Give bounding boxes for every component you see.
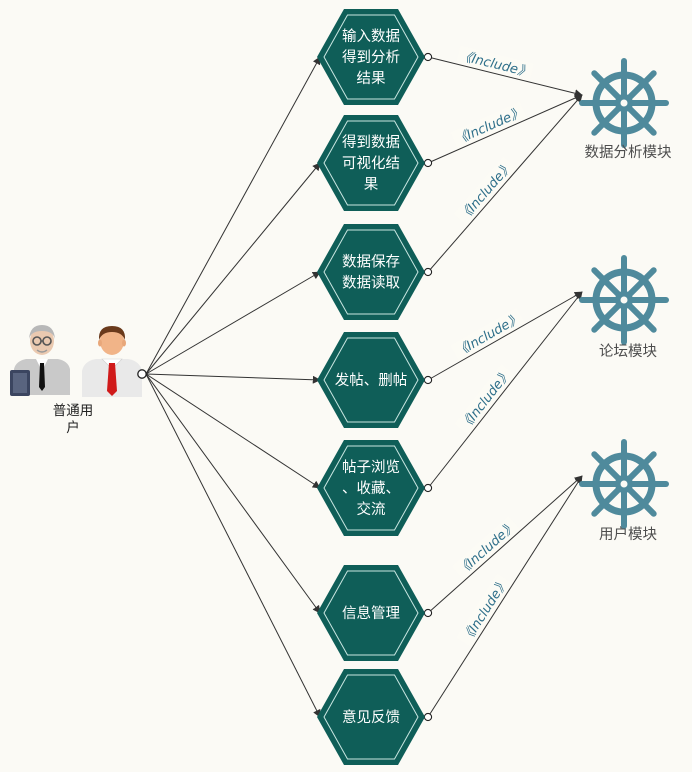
include-anchor-uc1 bbox=[423, 52, 433, 62]
association-line-uc1 bbox=[145, 56, 321, 375]
hexagon-inner-border bbox=[323, 570, 419, 656]
hexagon-shape bbox=[317, 440, 425, 536]
use-case-label: 数据保存数据读取 bbox=[342, 254, 400, 292]
use-case-uc1[interactable]: 输入数据得到分析结果 bbox=[317, 9, 425, 105]
include-label: 《Include》 bbox=[453, 156, 517, 226]
include-line-uc4 bbox=[427, 291, 583, 381]
hexagon-shape bbox=[317, 565, 425, 661]
hexagon-inner-border bbox=[323, 229, 419, 315]
association-line-uc3 bbox=[145, 271, 321, 375]
module-label: 论坛模块 bbox=[599, 343, 657, 360]
use-case-label: 意见反馈 bbox=[342, 708, 400, 726]
ship-wheel-icon bbox=[579, 255, 669, 345]
hexagon-shape bbox=[317, 9, 425, 105]
use-case-uc4[interactable]: 发帖、删帖 bbox=[317, 332, 425, 428]
include-line-uc3 bbox=[427, 94, 583, 273]
association-line-uc2 bbox=[145, 162, 321, 375]
include-label: 《Include》 bbox=[450, 307, 526, 362]
include-label-text: 《Include》 bbox=[457, 367, 514, 434]
use-case-label: 发帖、删帖 bbox=[335, 372, 408, 389]
hexagon-inner-border bbox=[323, 14, 419, 100]
actor-connection-point bbox=[137, 369, 147, 379]
use-case-label: 帖子浏览、收藏、交流 bbox=[342, 459, 400, 518]
association-line-uc4 bbox=[145, 373, 321, 384]
use-case-label: 输入数据得到分析结果 bbox=[342, 28, 400, 87]
include-line-uc5 bbox=[427, 291, 583, 489]
association-line-uc5 bbox=[145, 373, 321, 489]
hexagon-inner-border bbox=[323, 337, 419, 423]
use-case-uc6[interactable]: 信息管理 bbox=[317, 565, 425, 661]
module-m3[interactable]: 用户模块 bbox=[579, 439, 669, 543]
actor-group[interactable]: 普通用户 bbox=[10, 325, 147, 436]
include-label-text: 《Include》 bbox=[453, 311, 524, 360]
module-m1[interactable]: 数据分析模块 bbox=[579, 58, 672, 161]
hexagon-shape bbox=[317, 669, 425, 765]
include-anchor-uc3 bbox=[423, 267, 433, 277]
module-m2[interactable]: 论坛模块 bbox=[579, 255, 669, 360]
ship-wheel-icon bbox=[579, 58, 669, 148]
hexagon-inner-border bbox=[323, 120, 419, 206]
include-anchor-uc4 bbox=[423, 375, 433, 385]
include-line-uc6 bbox=[427, 475, 583, 614]
hexagon-inner-border bbox=[323, 445, 419, 531]
module-label: 数据分析模块 bbox=[585, 144, 672, 161]
use-case-uc3[interactable]: 数据保存数据读取 bbox=[317, 224, 425, 320]
use-case-uc2[interactable]: 得到数据可视化结果 bbox=[317, 115, 425, 211]
use-case-list: 输入数据得到分析结果得到数据可视化结果数据保存数据读取发帖、删帖帖子浏览、收藏、… bbox=[317, 9, 425, 765]
include-anchor-uc6 bbox=[423, 608, 433, 618]
use-case-uc7[interactable]: 意见反馈 bbox=[317, 669, 425, 765]
elderly-man-with-glasses-icon bbox=[10, 325, 70, 396]
include-label-text: 《Include》 bbox=[459, 576, 511, 646]
include-label-text: 《Include》 bbox=[457, 159, 516, 224]
include-label-text: 《Include》 bbox=[457, 49, 532, 81]
use-case-label: 信息管理 bbox=[342, 605, 400, 622]
association-line-uc7 bbox=[145, 373, 321, 718]
hexagon-shape bbox=[317, 115, 425, 211]
ship-wheel-icon bbox=[579, 439, 669, 529]
include-label: 《Include》 bbox=[454, 364, 516, 435]
include-label: 《Include》 bbox=[451, 516, 521, 580]
actor-label: 普通用户 bbox=[53, 403, 94, 436]
module-label: 用户模块 bbox=[599, 526, 657, 543]
include-anchor-uc2 bbox=[423, 158, 433, 168]
include-line-uc7 bbox=[427, 475, 583, 718]
include-line-uc2 bbox=[427, 94, 583, 164]
include-anchor-uc7 bbox=[423, 712, 433, 722]
include-anchor-uc5 bbox=[423, 483, 433, 493]
include-label: 《Include》 bbox=[456, 45, 535, 82]
hexagon-inner-border bbox=[323, 674, 419, 760]
hexagon-shape bbox=[317, 224, 425, 320]
include-label: 《Include》 bbox=[450, 101, 528, 149]
include-line-uc1 bbox=[427, 56, 583, 98]
association-line-uc6 bbox=[145, 373, 321, 614]
use-case-label: 得到数据可视化结果 bbox=[342, 134, 400, 193]
include-label-text: 《Include》 bbox=[455, 519, 520, 579]
include-label: 《Include》 bbox=[456, 573, 513, 648]
use-case-uc5[interactable]: 帖子浏览、收藏、交流 bbox=[317, 440, 425, 536]
man-with-red-tie-icon bbox=[82, 326, 142, 397]
hexagon-shape bbox=[317, 332, 425, 428]
